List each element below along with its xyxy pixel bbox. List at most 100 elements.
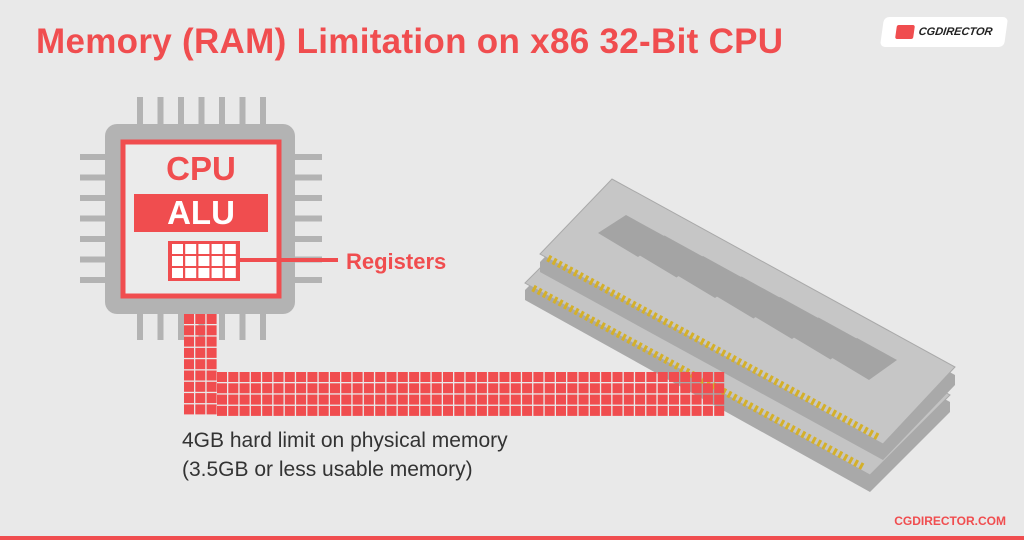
- bus-cell: [522, 394, 533, 405]
- bus-cell: [318, 372, 329, 382]
- bus-cell: [330, 405, 340, 416]
- cpu-pin: [260, 97, 266, 127]
- bus-cell: [476, 383, 487, 394]
- bus-cell: [352, 383, 363, 394]
- register-cell: [198, 268, 210, 278]
- bus-cell: [206, 359, 217, 370]
- register-cell: [198, 244, 210, 254]
- registers-grid: [168, 241, 240, 281]
- bus-cell: [239, 405, 250, 416]
- bus-cell: [262, 405, 273, 416]
- bus-cell: [195, 347, 206, 358]
- bus-cell: [206, 314, 217, 324]
- cpu-pin: [292, 154, 322, 160]
- bus-cell: [195, 381, 206, 392]
- bus-cell: [657, 405, 668, 416]
- bus-cell: [465, 405, 476, 416]
- bus-cell: [386, 383, 397, 394]
- bus-cell: [431, 394, 442, 405]
- bus-cell: [454, 383, 465, 394]
- bus-cell: [206, 381, 217, 392]
- bus-cell: [669, 405, 679, 416]
- bus-cell: [510, 372, 521, 382]
- bus-cell: [680, 372, 691, 382]
- register-cell: [211, 256, 223, 266]
- register-cell: [172, 244, 183, 254]
- cpu-pin: [219, 312, 225, 340]
- cpu-pin: [80, 174, 108, 181]
- bus-cell: [680, 405, 691, 416]
- caption-line-1: 4GB hard limit on physical memory: [182, 429, 508, 452]
- bus-cell: [522, 383, 533, 394]
- bus-cell: [184, 347, 194, 358]
- bus-cell: [228, 372, 239, 382]
- bus-cell: [533, 383, 544, 394]
- bus-cell: [702, 372, 713, 382]
- bus-cell: [612, 383, 623, 394]
- bus-cell: [454, 394, 465, 405]
- bus-cell: [669, 383, 679, 394]
- bus-cell: [691, 394, 702, 405]
- bus-cell: [262, 372, 273, 382]
- bus-cell: [488, 394, 499, 405]
- bus-cell: [184, 381, 194, 392]
- bus-cell: [217, 372, 227, 382]
- cpu-pin: [157, 312, 164, 340]
- bus-cell: [228, 394, 239, 405]
- bus-cell: [296, 405, 307, 416]
- bus-cell: [476, 405, 487, 416]
- bus-cell: [465, 394, 476, 405]
- bus-cell: [206, 404, 217, 415]
- bus-cell: [556, 405, 566, 416]
- bus-cell: [307, 383, 318, 394]
- bus-cell: [499, 394, 510, 405]
- bus-cell: [533, 394, 544, 405]
- register-cell: [185, 244, 197, 254]
- bus-cell: [578, 372, 589, 382]
- bus-cell: [375, 405, 386, 416]
- bus-cell: [330, 383, 340, 394]
- bus-cell: [669, 394, 679, 405]
- bus-cell: [397, 372, 408, 382]
- bus-cell: [307, 405, 318, 416]
- register-cell: [185, 268, 197, 278]
- cpu-pin: [292, 215, 322, 222]
- register-cell: [211, 268, 223, 278]
- cpu-pin: [239, 312, 246, 340]
- bus-cell: [228, 383, 239, 394]
- bus-cell: [420, 394, 431, 405]
- bus-cell: [454, 372, 465, 382]
- bus-cell: [195, 314, 206, 324]
- registers-label: Registers: [346, 249, 447, 274]
- bus-cell: [544, 383, 555, 394]
- bus-cell: [296, 394, 307, 405]
- bus-cell: [239, 372, 250, 382]
- bus-cell: [431, 405, 442, 416]
- bus-cell: [386, 372, 397, 382]
- bus-cell: [184, 325, 194, 336]
- bus-cell: [397, 405, 408, 416]
- bus-cell: [375, 383, 386, 394]
- bus-cell: [635, 372, 646, 382]
- ram-modules: [524, 178, 956, 492]
- bus-cell: [217, 405, 227, 416]
- bus-cell: [623, 394, 634, 405]
- bus-cell: [443, 405, 453, 416]
- cpu-pin: [80, 256, 108, 263]
- bus-cell: [680, 394, 691, 405]
- cpu-pin: [80, 215, 108, 222]
- bus-cell: [318, 383, 329, 394]
- bus-cell: [318, 394, 329, 405]
- cpu-pin: [198, 97, 205, 127]
- bus-cell: [714, 394, 725, 405]
- cpu-pin: [80, 277, 108, 283]
- register-cell: [172, 256, 183, 266]
- bus-cell: [296, 372, 307, 382]
- bus-cell: [533, 405, 544, 416]
- bus-cell: [567, 383, 578, 394]
- cpu-pin: [80, 236, 108, 242]
- bus-cell: [341, 394, 352, 405]
- bus-cell: [307, 372, 318, 382]
- cpu-pin: [292, 277, 322, 283]
- caption: 4GB hard limit on physical memory(3.5GB …: [182, 426, 508, 484]
